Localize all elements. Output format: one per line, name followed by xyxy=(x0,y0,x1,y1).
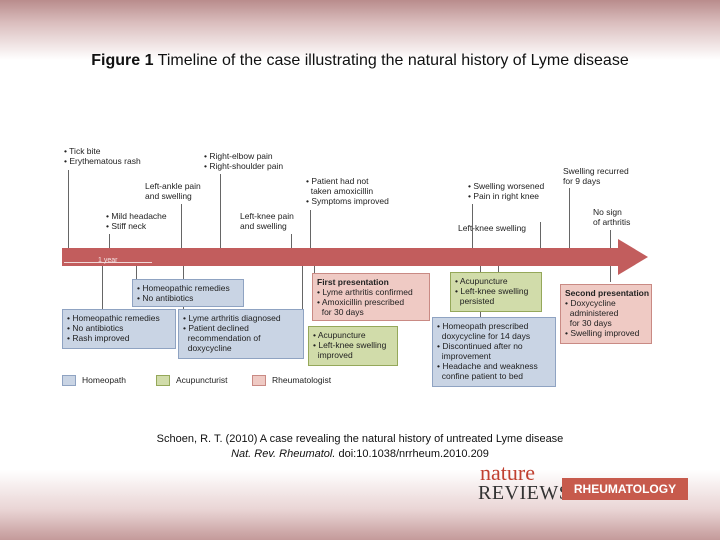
citation-journal: Nat. Rev. Rheumatol. xyxy=(231,448,336,460)
event-connector xyxy=(181,204,182,248)
homeopath-box-3: • Lyme arthritis diagnosed • Patient dec… xyxy=(178,309,304,359)
acupuncture-box-1: • Acupuncture • Left-knee swelling impro… xyxy=(308,326,398,366)
event-swelling-worsened: • Swelling worsened • Pain in right knee xyxy=(468,181,545,201)
event-connector xyxy=(220,174,221,248)
event-no-amoxicillin: • Patient had not taken amoxicillin • Sy… xyxy=(306,176,389,206)
event-connector xyxy=(610,230,611,248)
timeline-arrow-head xyxy=(618,239,648,275)
event-left-ankle: Left-ankle pain and swelling xyxy=(145,181,201,201)
event-connector xyxy=(310,210,311,248)
homeopath-doxycycline-box: • Homeopath prescribed doxycycline for 1… xyxy=(432,317,556,387)
year-scale-line xyxy=(64,262,152,263)
box-connector xyxy=(610,266,611,282)
figure-label: Figure 1 xyxy=(91,52,154,69)
legend-acupuncturist: Acupuncturist xyxy=(156,375,228,387)
legend-swatch xyxy=(252,375,266,387)
citation-doi: doi:10.1038/nrrheum.2010.209 xyxy=(338,448,489,460)
homeopath-box-1: • Homeopathic remedies • No antibiotics xyxy=(132,279,244,307)
event-connector xyxy=(540,222,541,248)
homeopath-box-2: • Homeopathic remedies • No antibiotics … xyxy=(62,309,176,349)
timeline-arrow-body xyxy=(62,248,622,266)
event-connector xyxy=(68,170,69,248)
event-left-knee-swelling: Left-knee swelling xyxy=(458,223,527,233)
logo-reviews: REVIEWS xyxy=(478,482,571,504)
logo-journal: RHEUMATOLOGY xyxy=(562,478,688,500)
legend-rheumatologist: Rheumatologist xyxy=(252,375,331,387)
citation-line2: Nat. Rev. Rheumatol. doi:10.1038/nrrheum… xyxy=(0,447,720,462)
timeline-diagram: • Tick bite • Erythematous rash • Mild h… xyxy=(58,138,662,400)
box-connector xyxy=(302,266,303,324)
event-headache: • Mild headache • Stiff neck xyxy=(106,211,167,231)
event-connector xyxy=(569,188,570,248)
second-presentation-box: Second presentation • Doxycycline admini… xyxy=(560,284,652,344)
event-connector xyxy=(291,234,292,248)
event-swelling-recurred: Swelling recurred for 9 days xyxy=(563,166,629,186)
legend-homeopath: Homeopath xyxy=(62,375,126,387)
event-connector xyxy=(472,204,473,248)
year-scale-label: 1 year xyxy=(98,257,118,264)
citation-line1: Schoen, R. T. (2010) A case revealing th… xyxy=(156,433,564,445)
figure-caption: Timeline of the case illustrating the na… xyxy=(157,52,629,69)
legend-swatch xyxy=(156,375,170,387)
box-connector xyxy=(136,266,137,280)
legend-swatch xyxy=(62,375,76,387)
event-connector xyxy=(109,234,110,248)
event-tick-bite: • Tick bite • Erythematous rash xyxy=(64,146,141,166)
first-presentation-box: First presentation • Lyme arthritis conf… xyxy=(312,273,430,321)
logo-nature: nature xyxy=(480,460,535,485)
citation: Schoen, R. T. (2010) A case revealing th… xyxy=(0,432,720,462)
box-connector xyxy=(498,266,499,272)
box-connector xyxy=(314,266,315,274)
figure-title: Figure 1 Timeline of the case illustrati… xyxy=(0,52,720,70)
event-left-knee: Left-knee pain and swelling xyxy=(240,211,294,231)
acupuncture-box-2: • Acupuncture • Left-knee swelling persi… xyxy=(450,272,542,312)
event-no-arthritis: No sign of arthritis xyxy=(593,207,631,227)
event-right-elbow: • Right-elbow pain • Right-shoulder pain xyxy=(204,151,284,171)
box-connector xyxy=(102,266,103,310)
